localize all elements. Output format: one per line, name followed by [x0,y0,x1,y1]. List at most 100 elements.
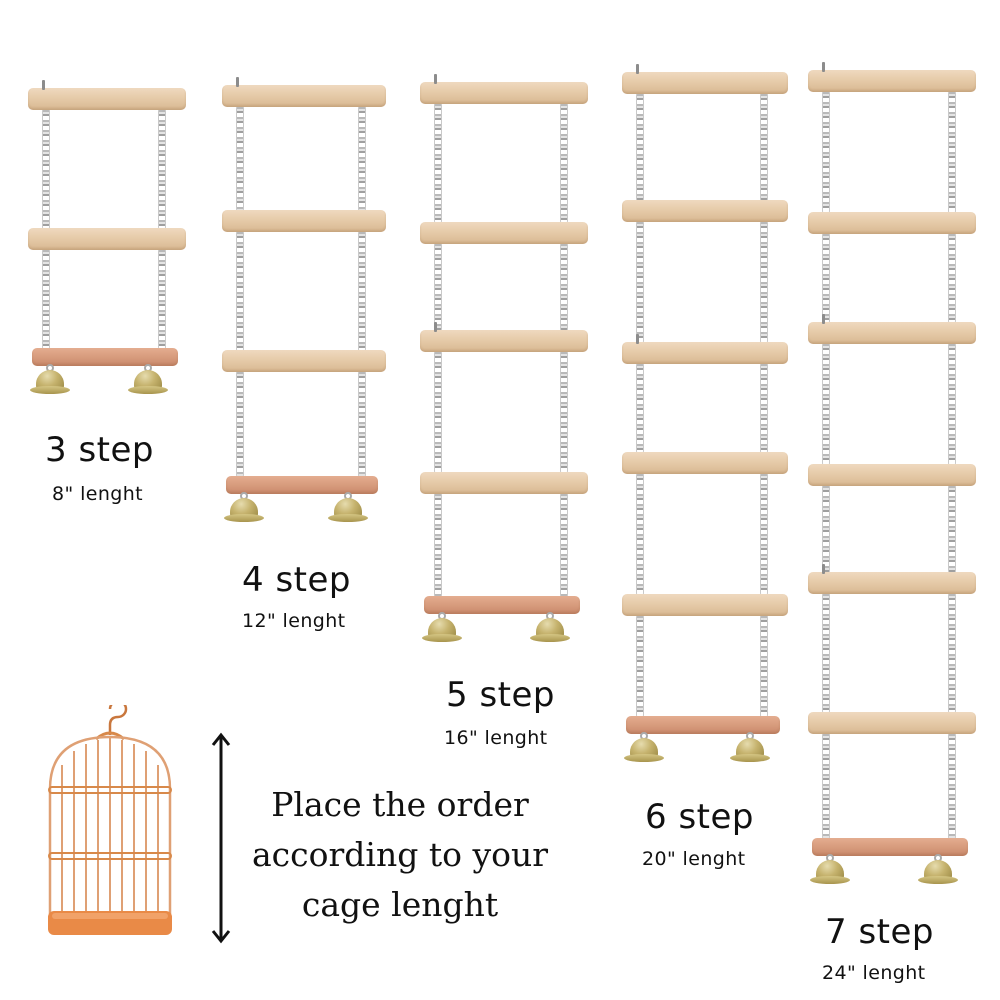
rung [808,572,976,594]
rung [28,88,186,110]
chain-right [760,362,768,454]
rung [420,82,588,104]
instruction-line-1: Place the order [271,785,529,824]
chain-left [822,484,830,574]
length-label: 16" lenght [444,727,548,749]
rung [808,464,976,486]
chain-right [948,90,956,214]
chain-left [434,350,442,474]
step-count-label: 4 step [242,560,351,600]
chain-right [560,350,568,474]
chain-right [760,472,768,596]
chain-right [358,230,366,352]
rung [808,712,976,734]
step-count-label: 5 step [446,675,555,715]
nail-icon [42,80,45,90]
rung [808,322,976,344]
chain-left [822,342,830,466]
bottom-rung [424,596,580,614]
chain-left [822,232,830,324]
chain-left [236,230,244,352]
length-label: 12" lenght [242,610,346,632]
chain-left [636,92,644,202]
chain-right [948,732,956,840]
chain-right [760,614,768,718]
rung [222,85,386,107]
nail-icon [822,314,825,324]
length-label: 20" lenght [642,848,746,870]
bottom-rung [626,716,780,734]
bottom-rung [32,348,178,366]
rung [808,70,976,92]
birdcage-icon [44,699,176,937]
bell-icon [730,732,770,762]
nail-icon [236,77,239,87]
chain-right [948,342,956,466]
order-instruction-text: Place the order according to your cage l… [245,780,555,930]
step-count-label: 7 step [825,912,934,952]
rung [420,222,588,244]
chain-left [822,732,830,840]
chain-right [358,105,366,212]
nail-icon [822,564,825,574]
instruction-line-3: cage lenght [301,885,499,924]
bell-icon [810,854,850,884]
chain-left [822,592,830,714]
chain-right [760,220,768,344]
nail-icon [434,322,437,332]
chain-right [560,242,568,332]
bell-icon [624,732,664,762]
bell-icon [224,492,264,522]
bell-icon [918,854,958,884]
chain-left [434,242,442,332]
chain-left [42,248,50,350]
rung [622,452,788,474]
chain-left [636,614,644,718]
rung [420,330,588,352]
rung [222,350,386,372]
nail-icon [434,74,437,84]
chain-right [948,232,956,324]
chain-right [948,592,956,714]
chain-left [236,370,244,478]
bottom-rung [812,838,968,856]
rung [420,472,588,494]
instruction-line-2: according to your [252,835,548,874]
chain-right [158,248,166,350]
bell-icon [530,612,570,642]
rung [222,210,386,232]
bell-icon [30,364,70,394]
rung [622,200,788,222]
chain-right [358,370,366,478]
bell-icon [328,492,368,522]
step-count-label: 3 step [45,430,154,470]
length-label: 8" lenght [52,483,144,505]
chain-right [560,492,568,598]
chain-left [822,90,830,214]
nail-icon [636,64,639,74]
rung [28,228,186,250]
chain-left [42,108,50,230]
step-count-label: 6 step [645,797,754,837]
bottom-rung [226,476,378,494]
bell-icon [128,364,168,394]
rung [622,594,788,616]
double-headed-vertical-arrow-icon [211,732,231,944]
chain-left [434,492,442,598]
chain-left [636,362,644,454]
bell-icon [422,612,462,642]
chain-left [636,220,644,344]
rung [622,72,788,94]
chain-left [636,472,644,596]
chain-right [158,108,166,230]
chain-right [948,484,956,574]
chain-left [236,105,244,212]
nail-icon [636,334,639,344]
chain-left [434,102,442,224]
chain-right [560,102,568,224]
nail-icon [822,62,825,72]
length-label: 24" lenght [822,962,926,984]
rung [622,342,788,364]
chain-right [760,92,768,202]
